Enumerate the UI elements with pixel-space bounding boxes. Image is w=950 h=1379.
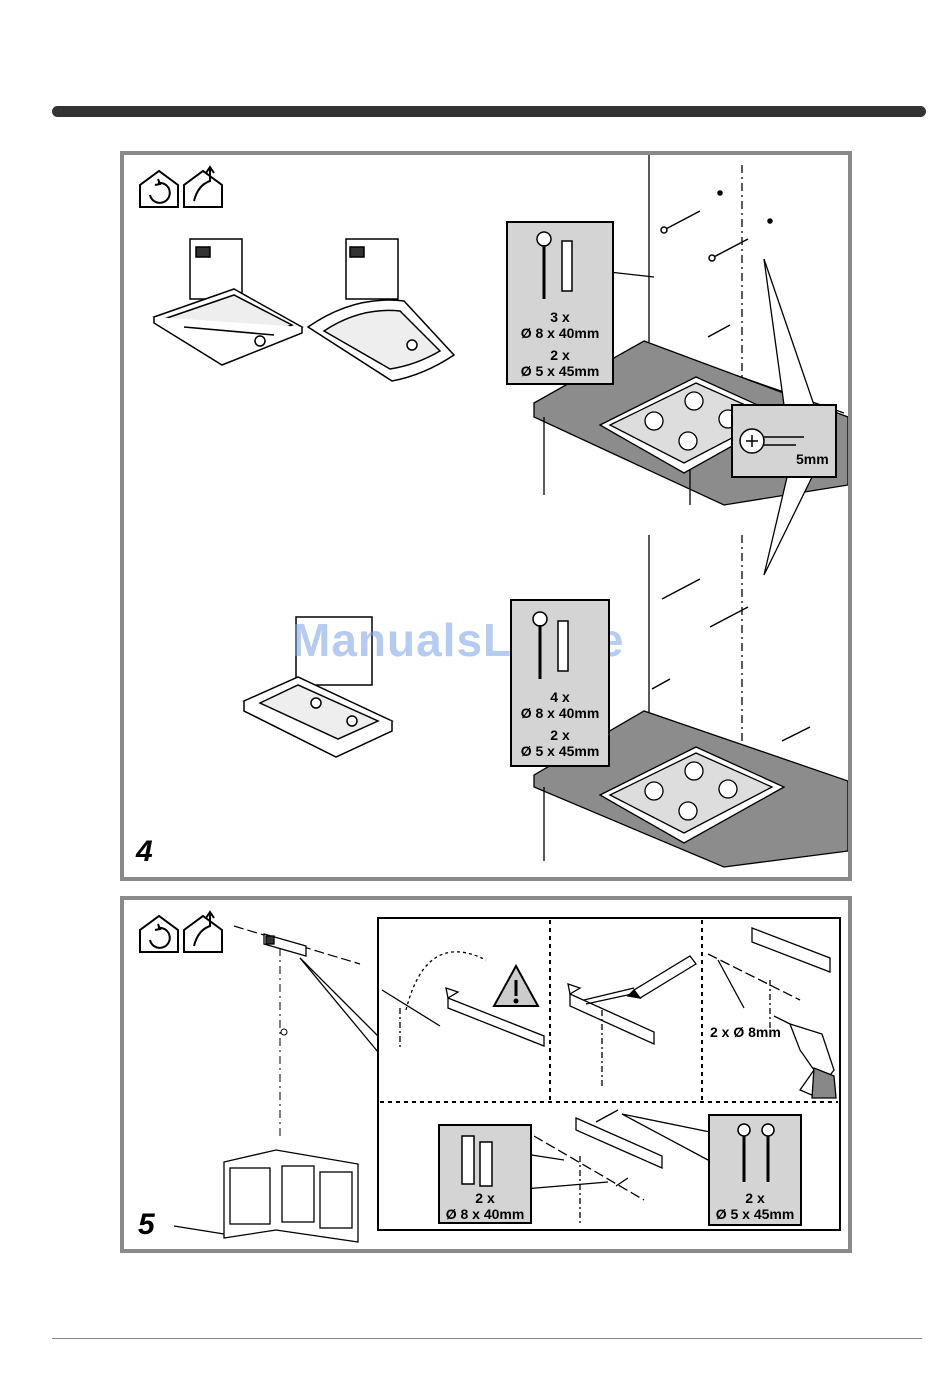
fixings-box-lower: 4 x Ø 8 x 40mm 2 x Ø 5 x 45mm: [510, 599, 610, 767]
qty-b: 2 x: [508, 347, 612, 363]
step-4-illustration: [124, 155, 848, 877]
size-a: Ø 8 x 40mm: [508, 325, 612, 341]
fixings-box-upper: 3 x Ø 8 x 40mm 2 x Ø 5 x 45mm: [506, 221, 614, 385]
header-rule: [52, 106, 926, 117]
plugs-size: Ø 8 x 40mm: [440, 1206, 530, 1222]
qty-a: 4 x: [512, 689, 608, 705]
step-number: 4: [136, 837, 153, 867]
wall-plugs-upper: [661, 191, 772, 337]
step-4-panel: ManualsLib.de 3 x Ø 8 x 40mm 2 x Ø 5 x 4…: [120, 151, 852, 881]
plugs-qty: 2 x: [440, 1190, 530, 1206]
screws-qty: 2 x: [710, 1190, 800, 1206]
kitchen-cabinets: [224, 1150, 358, 1242]
screw-and-plug-icon-lower: [514, 607, 610, 687]
wall-plugs-lower: [652, 579, 810, 741]
qty-b: 2 x: [512, 727, 608, 743]
step-number: 5: [138, 1210, 155, 1240]
size-b: Ø 5 x 45mm: [508, 363, 612, 379]
plugs-box: 2 x Ø 8 x 40mm: [438, 1124, 532, 1224]
ceiling-bracket: [264, 934, 306, 956]
screw-icon: [712, 1120, 802, 1186]
step-5-panel: 2 x Ø 8mm 2 x Ø 8 x 40mm 2 x Ø 5 x 45mm …: [120, 896, 852, 1253]
recirculation-house-icon: [140, 171, 178, 207]
screws-size: Ø 5 x 45mm: [710, 1206, 800, 1222]
wall-plug-icon: [442, 1130, 532, 1188]
chimney-hood-1: [154, 239, 302, 365]
drill-size-label: 2 x Ø 8mm: [710, 1024, 781, 1040]
qty-a: 3 x: [508, 309, 612, 325]
size-a: Ø 8 x 40mm: [512, 705, 608, 721]
screw-gap-label: 5mm: [796, 451, 829, 467]
chimney-hood-2: [308, 239, 454, 381]
size-b: Ø 5 x 45mm: [512, 743, 608, 759]
recirculation-house-icon: [140, 916, 178, 952]
ducted-exhaust-house-icon: [184, 167, 222, 207]
footer-rule: [52, 1338, 922, 1339]
ducted-exhaust-house-icon: [184, 912, 222, 952]
screw-and-plug-icon: [510, 227, 614, 307]
screws-box: 2 x Ø 5 x 45mm: [708, 1114, 802, 1226]
